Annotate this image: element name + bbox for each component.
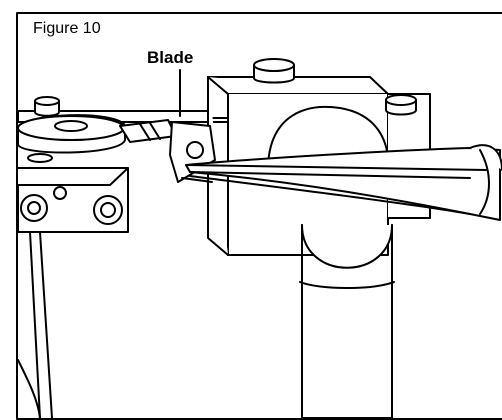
wheel-disk [17, 114, 126, 163]
right-column [299, 224, 395, 419]
top-knob-left [34, 96, 60, 117]
blade-callout-label: Blade [147, 48, 194, 67]
blade-arm [119, 119, 177, 143]
figure-title: Figure 10 [33, 20, 101, 37]
left-mount-block [17, 167, 129, 233]
top-knob-center [253, 58, 295, 84]
left-post [17, 231, 53, 419]
top-knob-right [385, 94, 417, 116]
blade [169, 121, 216, 183]
